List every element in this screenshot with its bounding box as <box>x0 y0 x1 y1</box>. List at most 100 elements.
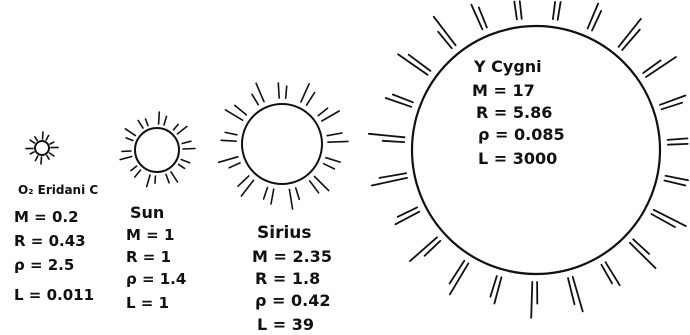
star-luminosity: L = 1 <box>126 294 169 312</box>
star-ray <box>573 277 583 312</box>
star-ray <box>30 152 34 154</box>
star-ray <box>256 83 264 101</box>
star-name: Sun <box>130 203 164 222</box>
star-ray <box>229 163 240 168</box>
star-ray <box>410 237 437 261</box>
star-ray <box>147 175 150 187</box>
star-mass: M = 2.35 <box>252 247 332 266</box>
star-ray <box>182 141 191 143</box>
star-disc <box>35 141 49 155</box>
star-name: Y Cygni <box>473 57 542 76</box>
star-ray <box>241 180 253 196</box>
star-ray <box>221 140 236 141</box>
star-ray <box>558 2 561 20</box>
star-ray <box>425 241 441 256</box>
star-density: ρ = 2.5 <box>14 256 74 274</box>
star-luminosity: L = 0.011 <box>14 286 94 304</box>
star-ray <box>135 170 141 177</box>
star-ray <box>327 133 342 136</box>
star-ray <box>181 160 189 163</box>
star-ray <box>633 239 649 254</box>
star-rays <box>26 132 58 164</box>
star-ray <box>286 86 287 98</box>
star-luminosity: L = 39 <box>257 315 314 334</box>
star-density: ρ = 0.42 <box>255 291 330 310</box>
star-ray <box>369 134 405 138</box>
star-ray <box>531 282 532 318</box>
star-ray <box>171 172 178 182</box>
star-ray <box>307 93 315 106</box>
star-ray <box>322 111 339 121</box>
star-ray <box>326 158 340 162</box>
star-ray <box>264 188 268 199</box>
star-ray <box>471 5 482 30</box>
star-sirius: Sirius M = 2.35 R = 1.8 ρ = 0.42 L = 39 <box>219 83 348 334</box>
star-ray <box>395 212 419 225</box>
star-name: O₂ Eridani C <box>18 183 98 197</box>
star-ray <box>225 132 237 134</box>
star-ray <box>41 157 42 164</box>
star-ray <box>226 110 243 120</box>
star-ray <box>438 32 452 49</box>
star-ray <box>520 1 522 19</box>
star-ray <box>138 121 143 129</box>
star-ray <box>318 108 327 115</box>
star-rays <box>219 83 348 209</box>
star-ray <box>380 173 407 178</box>
star-radius: R = 1 <box>126 248 171 266</box>
star-ray <box>177 127 186 134</box>
star-ray <box>146 119 149 126</box>
star-ray <box>50 142 54 144</box>
star-ray <box>159 112 160 124</box>
star-ray <box>296 188 300 200</box>
star-ray <box>601 265 612 284</box>
star-ray <box>630 243 656 268</box>
star-ray <box>310 181 319 193</box>
star-ray <box>289 189 292 209</box>
star-ray <box>301 84 309 102</box>
star-ray <box>131 166 137 171</box>
star-ray <box>120 157 132 160</box>
star-ray <box>383 141 405 142</box>
star-ray <box>46 135 48 140</box>
star-ray <box>588 4 599 29</box>
star-ray <box>238 176 249 186</box>
star-radius: R = 0.43 <box>14 232 86 250</box>
star-luminosity: L = 3000 <box>478 149 557 168</box>
star-y-cygni: Y Cygni M = 17 R = 5.86 ρ = 0.085 L = 30… <box>369 1 688 318</box>
star-radius: R = 1.8 <box>255 269 320 288</box>
star-o2-eridani-c: O₂ Eridani C M = 0.2 R = 0.43 ρ = 2.5 L … <box>14 132 98 304</box>
star-ray <box>372 178 407 186</box>
star-sun: Sun M = 1 R = 1 ρ = 1.4 L = 1 <box>120 112 195 312</box>
star-ray <box>35 137 37 141</box>
star-ray <box>664 181 685 186</box>
star-ray <box>174 124 179 129</box>
star-ray <box>126 138 133 141</box>
star-ray <box>328 141 348 142</box>
star-ray <box>651 214 675 227</box>
star-mass: M = 0.2 <box>14 208 79 226</box>
star-mass: M = 17 <box>472 81 535 100</box>
star-ray <box>643 60 661 73</box>
star-density: ρ = 0.085 <box>478 125 565 144</box>
star-ray <box>553 2 555 19</box>
star-rays <box>120 112 195 187</box>
star-ray <box>252 94 258 104</box>
star-ray <box>514 2 517 20</box>
star-ray <box>668 144 688 145</box>
star-ray <box>668 138 688 140</box>
star-ray <box>166 174 169 182</box>
star-ray <box>315 177 329 191</box>
star-disc <box>135 128 179 172</box>
star-ray <box>324 164 335 169</box>
star-ray <box>183 149 195 150</box>
star-ray <box>35 156 37 161</box>
star-ray <box>219 157 238 163</box>
star-ray <box>47 156 49 160</box>
star-ray <box>43 132 44 139</box>
star-name: Sirius <box>257 223 312 243</box>
star-radius: R = 5.86 <box>476 103 552 122</box>
star-ray <box>606 262 620 285</box>
star-density: ρ = 1.4 <box>126 270 186 288</box>
